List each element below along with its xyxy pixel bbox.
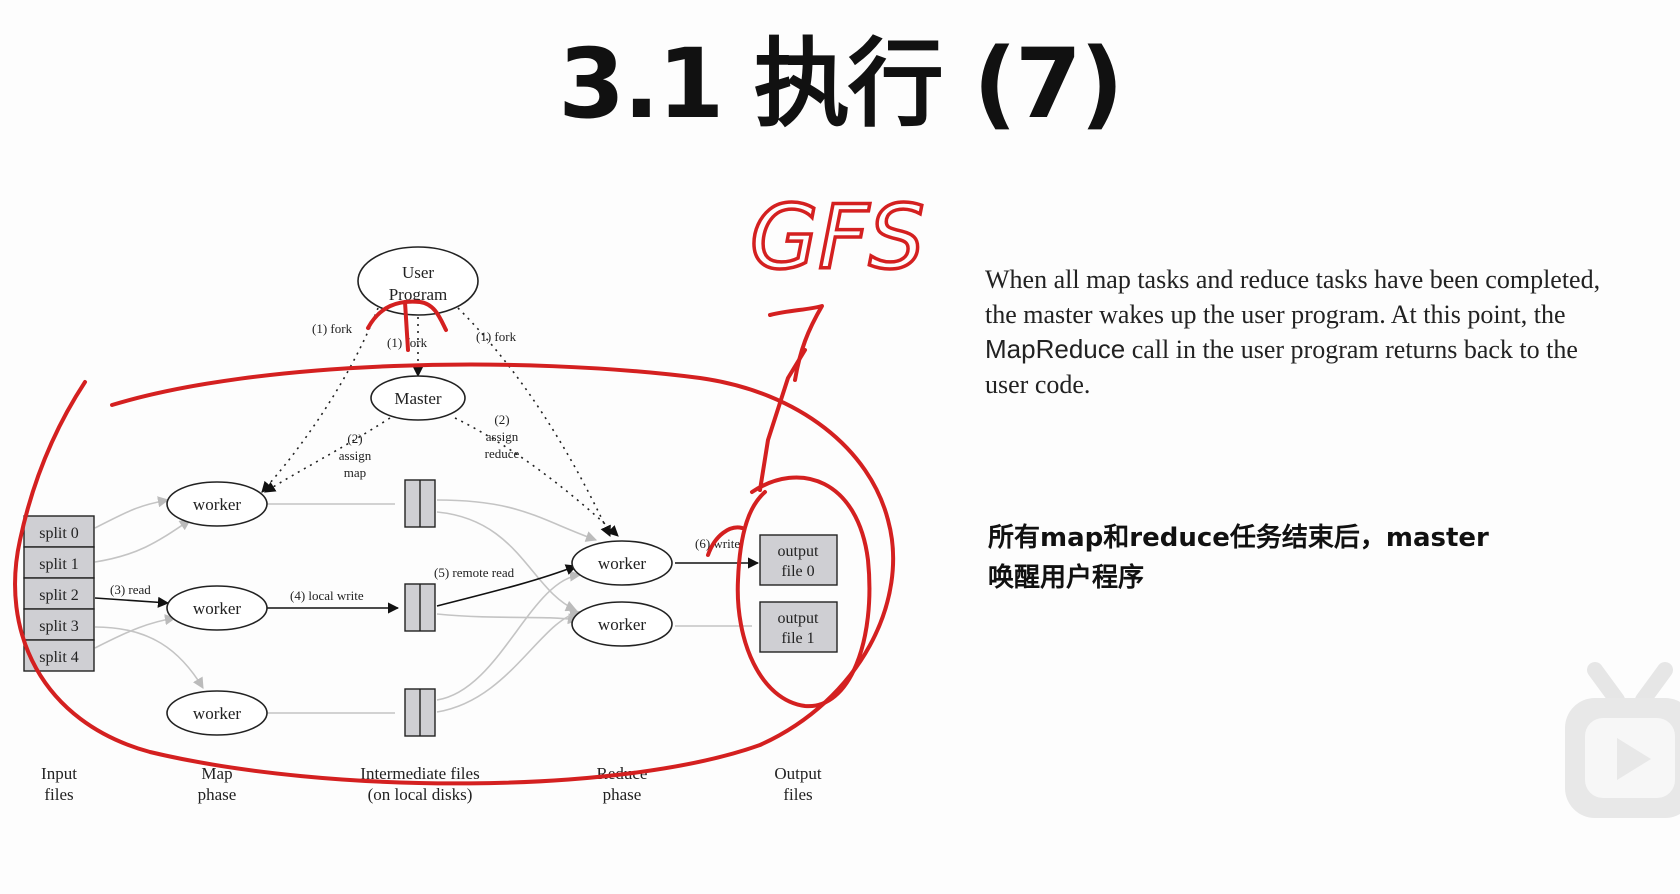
column-label-map: Map (201, 764, 232, 783)
master-node (370, 375, 466, 421)
split-label: split 3 (39, 618, 79, 635)
map-worker-node (166, 585, 268, 631)
remote-read-label: (5) remote read (434, 565, 515, 580)
assign-reduce-label: reduce (485, 446, 520, 461)
video-logo-icon (1565, 662, 1680, 818)
split-box (23, 515, 95, 548)
split-label: split 0 (39, 525, 79, 542)
reduce-worker-label: worker (598, 554, 646, 573)
fork-label-left: (1) fork (312, 321, 353, 336)
map-worker-label: worker (193, 599, 241, 618)
user-program-label: User (402, 263, 434, 282)
column-label-map: phase (198, 785, 237, 804)
map-worker-node (166, 481, 268, 527)
column-label-input: files (44, 785, 73, 804)
control-lines (261, 307, 619, 538)
split-box (23, 546, 95, 579)
assign-reduce-label: assign (486, 429, 519, 444)
description-part: When all map tasks and reduce tasks have… (985, 265, 1601, 329)
local-write-label: (4) local write (290, 588, 364, 603)
digit-annotation (768, 304, 824, 382)
master-label: Master (394, 389, 442, 408)
column-label-input: Input (41, 764, 77, 783)
chinese-description: 所有map和reduce任务结束后，master唤醒用户程序 (988, 523, 1489, 593)
column-label-output: Output (774, 764, 822, 783)
reduce-worker-node (571, 540, 673, 586)
data-flow-lines (94, 496, 752, 714)
output-loop-annotation (735, 475, 872, 709)
split-box (23, 608, 95, 641)
split-box (23, 577, 95, 610)
fork-label-right: (1) fork (476, 329, 517, 344)
upward-arrow-annotation (366, 299, 448, 332)
read-label: (3) read (110, 582, 151, 597)
assign-reduce-label: (2) (494, 412, 509, 427)
assign-map-label: (2) (347, 431, 362, 446)
slide-title: 3.1 执行 (7) (558, 28, 1123, 140)
split-label: split 2 (39, 587, 79, 604)
english-description: When all map tasks and reduce tasks have… (985, 262, 1625, 402)
map-worker-label: worker (193, 704, 241, 723)
gfs-annotation: GFS (750, 186, 925, 289)
mapreduce-call-label: MapReduce (985, 334, 1126, 364)
map-worker-node (166, 690, 268, 736)
column-label-output: files (783, 785, 812, 804)
write-label: (6) write (695, 536, 740, 551)
user-program-node (357, 246, 479, 316)
handwritten-annotations (13, 299, 896, 786)
map-worker-label: worker (193, 495, 241, 514)
split-label: split 4 (39, 649, 79, 666)
description-part: call in the user program returns back to… (985, 335, 1578, 399)
output-file-label: output (778, 610, 819, 627)
write-arrow-annotation (706, 525, 744, 557)
output-file-0 (759, 534, 838, 586)
output-file-label: output (778, 543, 819, 560)
assign-map-label: map (344, 465, 366, 480)
output-file-1 (759, 601, 838, 653)
column-label-intermediate: (on local disks) (368, 785, 473, 804)
assign-map-label: assign (339, 448, 372, 463)
output-file-label: file 0 (781, 563, 814, 580)
big-loop-annotation (13, 362, 896, 786)
split-label: split 1 (39, 556, 79, 573)
reduce-worker-label: worker (598, 615, 646, 634)
solid-arrows (94, 557, 760, 614)
input-splits: split 0 split 1 split 2 split 3 split 4 (23, 515, 95, 672)
column-label-intermediate: Intermediate files (360, 764, 479, 783)
reduce-worker-node (571, 601, 673, 647)
column-label-reduce: phase (603, 785, 642, 804)
output-file-label: file 1 (781, 630, 814, 647)
user-program-label: Program (389, 285, 448, 304)
intermediate-files (404, 479, 436, 737)
upward-arrow-annotation (403, 300, 410, 352)
